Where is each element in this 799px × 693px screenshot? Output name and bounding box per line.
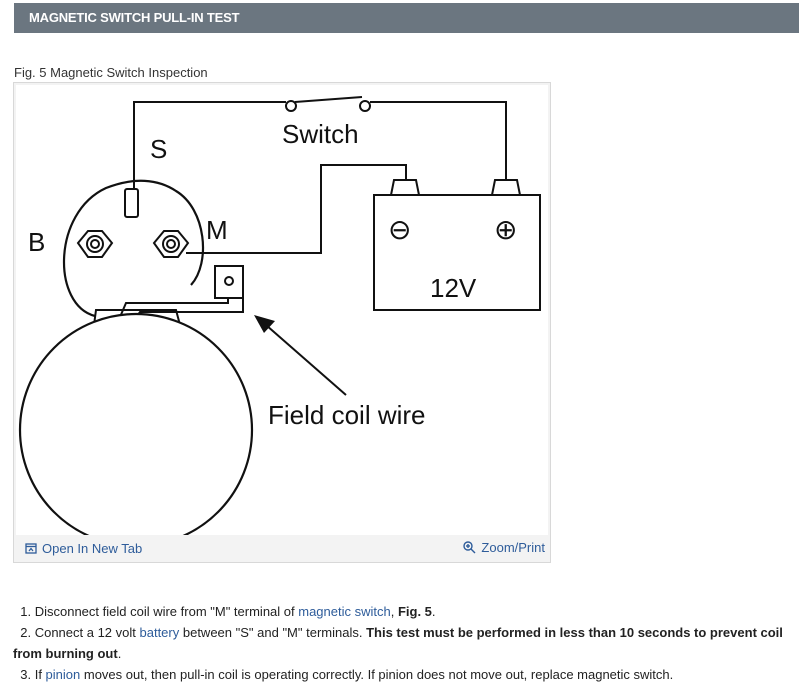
zoom-icon: [463, 541, 476, 554]
magnetic-switch: [63, 179, 205, 318]
switch-wire: [133, 96, 507, 190]
open-tab-label: Open In New Tab: [42, 541, 143, 556]
step-text: moves out, then pull-in coil is operatin…: [80, 667, 674, 682]
wiring-diagram[interactable]: S B M Switch ⊖ ⊕ 12V Field coil wire: [16, 85, 548, 535]
list-item: 1. Disconnect field coil wire from "M" t…: [13, 601, 798, 622]
figure-container: S B M Switch ⊖ ⊕ 12V Field coil wire Ope…: [13, 82, 551, 563]
label-field-coil-wire: Field coil wire: [268, 400, 426, 430]
label-b: B: [28, 227, 45, 257]
plus-icon: ⊕: [494, 214, 517, 245]
open-in-new-tab-link[interactable]: Open In New Tab: [25, 541, 142, 556]
list-item: 2. Connect a 12 volt battery between "S"…: [13, 622, 798, 664]
list-item: 3. If pinion moves out, then pull-in coi…: [13, 664, 798, 685]
figure-toolbar: Open In New Tab Zoom/Print: [14, 535, 550, 562]
minus-icon: ⊖: [388, 214, 411, 245]
starter-motor: [18, 309, 254, 535]
field-coil-arrow: [254, 315, 347, 396]
open-tab-icon: [25, 543, 37, 554]
pinion-link[interactable]: pinion: [45, 667, 81, 682]
step-number: 3.: [20, 667, 32, 682]
zoom-print-label: Zoom/Print: [481, 540, 545, 555]
step-text: Connect a 12 volt: [34, 625, 140, 640]
step-bold-text: Fig. 5: [397, 604, 432, 619]
label-switch: Switch: [282, 119, 359, 149]
section-header: MAGNETIC SWITCH PULL-IN TEST: [14, 3, 799, 33]
step-text: .: [431, 604, 436, 619]
step-bold-text: This test must be performed in less than…: [13, 625, 783, 661]
step-text: .: [117, 646, 122, 661]
figure-caption: Fig. 5 Magnetic Switch Inspection: [14, 65, 208, 80]
instruction-list: 1. Disconnect field coil wire from "M" t…: [13, 601, 798, 685]
step-text: ,: [390, 604, 398, 619]
step-number: 1.: [20, 604, 32, 619]
label-s: S: [150, 134, 167, 164]
battery-link[interactable]: battery: [139, 625, 180, 640]
battery-to-m-wire: [186, 164, 407, 254]
zoom-print-link[interactable]: Zoom/Print: [463, 540, 545, 555]
label-m: M: [206, 215, 228, 245]
battery: [373, 179, 541, 311]
step-text: Disconnect field coil wire from "M" term…: [34, 604, 299, 619]
section-title: MAGNETIC SWITCH PULL-IN TEST: [29, 10, 240, 25]
step-text: If: [34, 667, 46, 682]
magnetic-switch-link[interactable]: magnetic switch: [298, 604, 391, 619]
step-text: between "S" and "M" terminals.: [179, 625, 367, 640]
label-12v: 12V: [430, 273, 477, 303]
step-number: 2.: [20, 625, 32, 640]
